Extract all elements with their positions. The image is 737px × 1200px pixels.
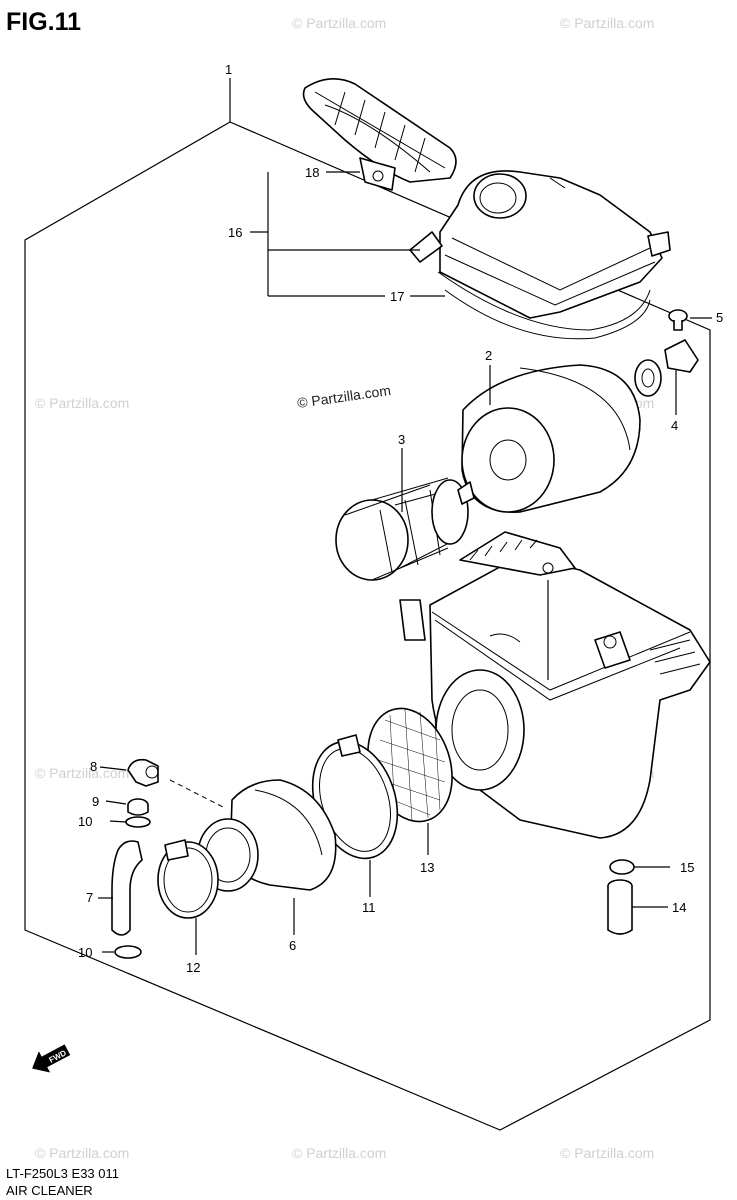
callout-10-lower: 10 [78, 945, 92, 960]
watermark: © Partzilla.com [292, 15, 386, 31]
callout-15: 15 [680, 860, 694, 875]
callout-11: 11 [362, 900, 376, 915]
callout-14: 14 [672, 900, 686, 915]
assembly-border [24, 121, 711, 1131]
filter-cage-part [335, 477, 475, 581]
callout-13: 13 [420, 860, 434, 875]
callout-12: 12 [186, 960, 200, 975]
callout-18: 18 [305, 165, 319, 180]
watermark: © Partzilla.com [35, 1145, 129, 1161]
callout-6: 6 [289, 938, 296, 953]
callout-4: 4 [671, 418, 678, 433]
callout-3: 3 [398, 432, 405, 447]
grommet-part [127, 798, 149, 816]
callout-9: 9 [92, 794, 99, 809]
callout-labels: 1 2 3 4 5 6 7 8 9 10 10 11 12 13 14 15 1… [78, 62, 723, 975]
fwd-direction-arrow: FWD [32, 1044, 71, 1073]
air-cleaner-cover-part [409, 170, 671, 340]
air-cleaner-case-part [399, 531, 711, 839]
clip-part-15 [609, 859, 635, 875]
clip-part-lower [114, 945, 142, 959]
callout-8: 8 [90, 759, 97, 774]
model-code: LT-F250L3 E33 011 [6, 1166, 119, 1181]
watermark: © Partzilla.com [35, 765, 129, 781]
callout-5: 5 [716, 310, 723, 325]
screw-part [668, 309, 688, 331]
callout-10-upper: 10 [78, 814, 92, 829]
watermark: © Partzilla.com [560, 1145, 654, 1161]
callout-7: 7 [86, 890, 93, 905]
drain-plug-part [607, 879, 633, 935]
intake-snorkel-part [302, 78, 457, 191]
figure-title: FIG.11 [6, 8, 81, 36]
callout-16: 16 [228, 225, 242, 240]
watermark: © Partzilla.com [292, 1145, 386, 1161]
callout-2: 2 [485, 348, 492, 363]
figure-caption: AIR CLEANER [6, 1183, 93, 1198]
elbow-joint-part [127, 758, 159, 787]
center-watermark: © Partzilla.com [296, 382, 392, 411]
drain-hose-part [111, 840, 143, 936]
callout-1: 1 [225, 62, 232, 77]
watermark: © Partzilla.com [560, 15, 654, 31]
clip-part-upper [125, 816, 151, 828]
callout-17: 17 [390, 289, 404, 304]
air-filter-element-part [461, 364, 641, 513]
band-clamp-small-part [157, 839, 219, 919]
leader-lines [98, 78, 712, 955]
clamp-nut-part [634, 339, 699, 397]
watermark: © Partzilla.com [35, 395, 129, 411]
